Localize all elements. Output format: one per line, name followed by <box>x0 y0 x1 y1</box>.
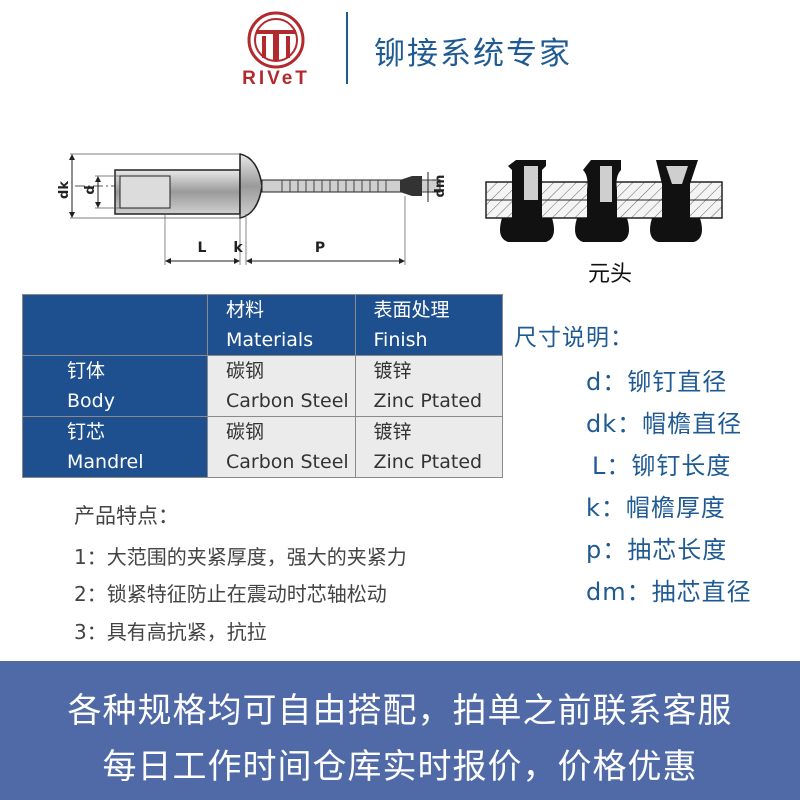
part-en: Mandrel <box>67 451 144 473</box>
head-type-label: 元头 <box>587 262 632 287</box>
dimension-item: k：帽檐厚度 <box>586 494 726 522</box>
header-finish-cn: 表面处理 <box>373 299 450 321</box>
dimension-item: d：铆钉直径 <box>586 368 728 396</box>
material-cn: 碳钢 <box>226 421 265 443</box>
header-slogan: 铆接系统专家 <box>374 36 572 72</box>
part-cn: 钉体 <box>67 360 106 382</box>
dimensions-title: 尺寸说明： <box>514 325 634 351</box>
rivet-logo-icon <box>247 11 305 69</box>
row-part-cell: 钉芯 Mandrel <box>22 416 208 478</box>
header-materials-cn: 材料 <box>226 299 265 321</box>
table-row: 钉体 Body 碳钢 Carbon Steel 镀锌 Zinc Ptated <box>22 355 503 417</box>
table-corner-cell <box>22 294 208 356</box>
rivet-section-diagram <box>485 160 723 242</box>
dim-label-dk: dk <box>57 181 72 199</box>
row-finish-cell: 镀锌 Zinc Ptated <box>354 355 503 417</box>
table-header-finish: 表面处理 Finish <box>354 294 503 356</box>
table-header-materials: 材料 Materials <box>207 294 356 356</box>
row-material-cell: 碳钢 Carbon Steel <box>207 416 356 478</box>
dim-label-d: d <box>83 185 98 194</box>
row-finish-cell: 镀锌 Zinc Ptated <box>354 416 503 478</box>
feature-item: 1：大范围的夹紧厚度，强大的夹紧力 <box>74 545 407 569</box>
finish-cn: 镀锌 <box>373 421 412 443</box>
features-title: 产品特点： <box>74 504 179 528</box>
logo-text: RIVeT <box>242 68 310 89</box>
feature-item: 3：具有高抗紧，抗拉 <box>74 620 267 644</box>
dim-label-dm: dm <box>433 175 448 198</box>
banner-line-2: 每日工作时间仓库实时报价，价格优惠 <box>102 747 698 787</box>
material-en: Carbon Steel <box>226 390 349 412</box>
dimension-item: dk：帽檐直径 <box>586 410 743 438</box>
dim-label-L: L <box>198 240 207 256</box>
dimension-item: L：铆钉长度 <box>592 452 732 480</box>
dim-label-p: P <box>315 240 325 256</box>
row-part-cell: 钉体 Body <box>22 355 208 417</box>
header-materials-en: Materials <box>226 329 314 351</box>
table-header-row: 材料 Materials 表面处理 Finish <box>22 294 503 356</box>
dimension-item: dm：抽芯直径 <box>586 578 752 606</box>
promo-banner: 各种规格均可自由搭配，拍单之前联系客服 每日工作时间仓库实时报价，价格优惠 <box>0 661 800 800</box>
rivet-dimension-diagram: dk d dm L k P <box>57 153 448 265</box>
table-row: 钉芯 Mandrel 碳钢 Carbon Steel 镀锌 Zinc Ptate… <box>22 416 503 478</box>
part-cn: 钉芯 <box>67 421 106 443</box>
part-en: Body <box>67 390 115 412</box>
row-material-cell: 碳钢 Carbon Steel <box>207 355 356 417</box>
dim-label-k: k <box>233 240 243 256</box>
finish-en: Zinc Ptated <box>373 451 483 473</box>
finish-cn: 镀锌 <box>373 360 412 382</box>
feature-item: 2：锁紧特征防止在震动时芯轴松动 <box>74 582 387 606</box>
header-finish-en: Finish <box>373 329 428 351</box>
banner-line-1: 各种规格均可自由搭配，拍单之前联系客服 <box>67 691 733 731</box>
finish-en: Zinc Ptated <box>373 390 483 412</box>
dimension-item: p：抽芯长度 <box>586 536 728 564</box>
header-divider <box>346 12 348 84</box>
material-cn: 碳钢 <box>226 360 265 382</box>
spec-table: 材料 Materials 表面处理 Finish 钉体 Body 碳钢 Carb… <box>22 294 503 478</box>
material-en: Carbon Steel <box>226 451 349 473</box>
